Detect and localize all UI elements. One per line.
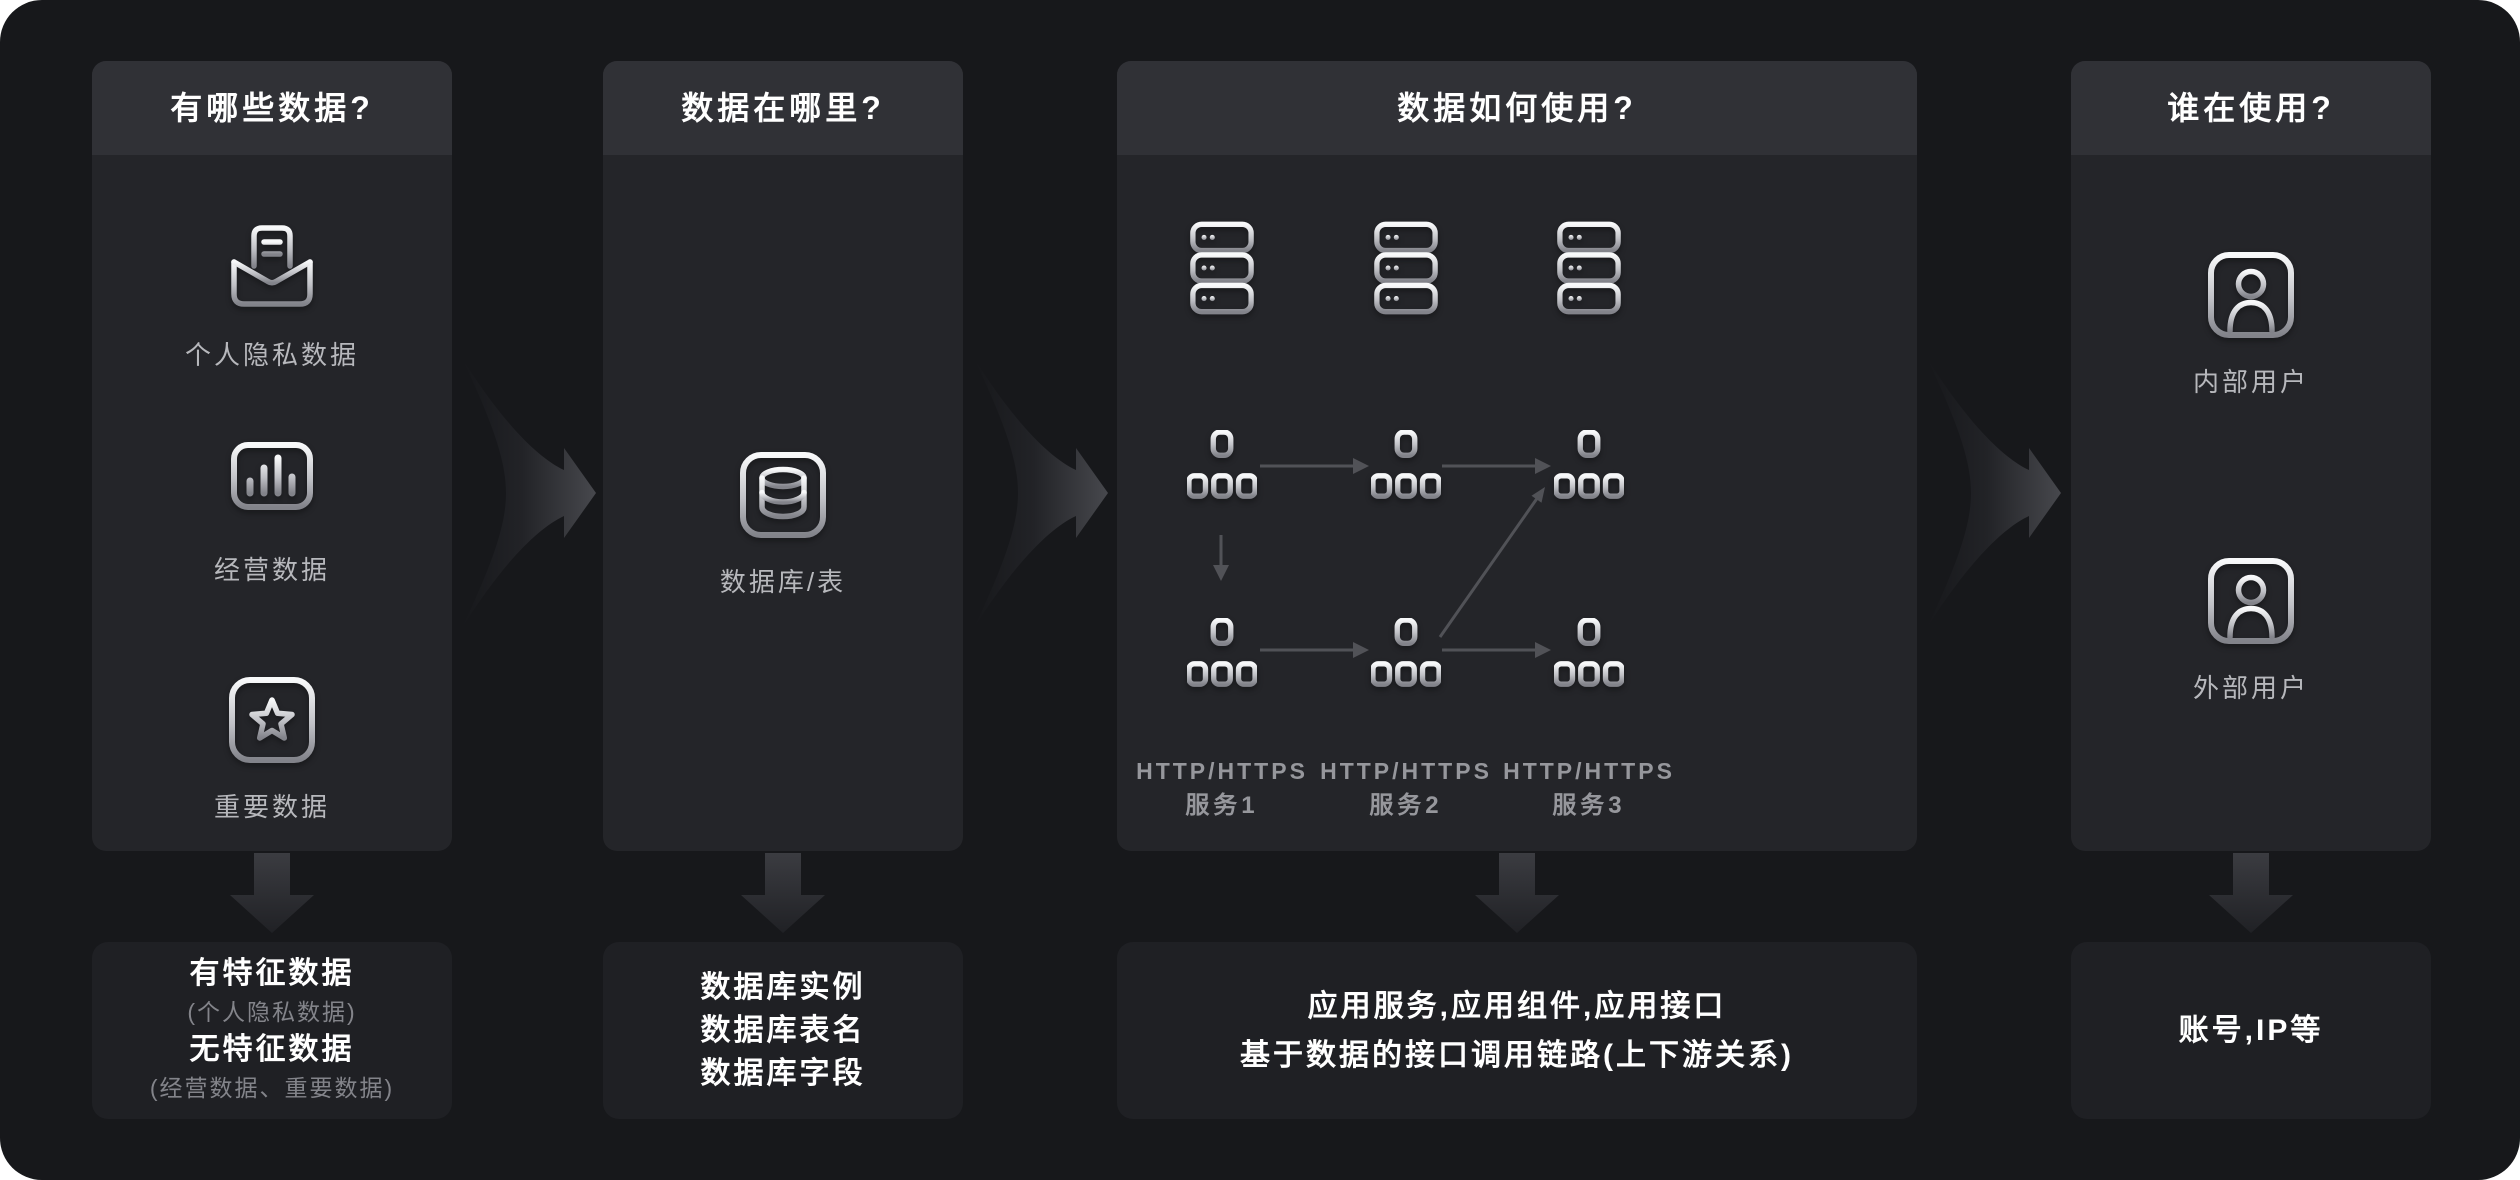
column-title: 谁在使用? [2071, 61, 2431, 155]
data-item-personal-privacy: 个人隐私数据 [92, 220, 452, 372]
sitemap-icon [1186, 429, 1258, 511]
down-arrow-icon [741, 853, 825, 933]
database-icon [735, 447, 831, 548]
column-body: 数据库/表 [603, 155, 963, 851]
footer-line: 无特征数据 [189, 1032, 355, 1066]
service-label-2: HTTP/HTTPS 服务2 [1320, 758, 1492, 819]
sitemap-icon [1553, 429, 1625, 511]
column-title: 有哪些数据? [92, 61, 452, 155]
user-item-external: 外部用户 [2071, 553, 2431, 705]
column-title: 数据如何使用? [1117, 61, 1917, 155]
footer-box-database: 数据库实例 数据库表名 数据库字段 [603, 942, 963, 1119]
sitemap-icon [1370, 617, 1442, 699]
footer-box-application: 应用服务,应用组件,应用接口 基于数据的接口调用链路(上下游关系) [1117, 942, 1917, 1119]
user-icon [2203, 553, 2299, 654]
column-title: 数据在哪里? [603, 61, 963, 155]
icon-label: 外部用户 [2192, 673, 2309, 703]
flow-arrow-icon [1927, 358, 2061, 628]
sitemap-icon [1186, 617, 1258, 699]
footer-line: (个人隐私数据) [187, 998, 357, 1025]
data-item-database-table: 数据库/表 [603, 447, 963, 599]
column-body: HTTP/HTTPS 服务1 HTTP/HTTPS 服务2 HTTP/HTTPS… [1117, 155, 1917, 851]
footer-box-account: 账号,IP等 [2071, 942, 2431, 1119]
data-item-business: 经营数据 [92, 435, 452, 587]
column-who-uses: 谁在使用? 内部用户 [2071, 61, 2431, 851]
sitemap-icon [1370, 429, 1442, 511]
user-item-internal: 内部用户 [2071, 247, 2431, 399]
server-icon [1189, 219, 1255, 322]
down-arrow-icon [230, 853, 314, 933]
data-item-important: 重要数据 [92, 672, 452, 824]
footer-line: 账号,IP等 [2178, 1013, 2324, 1047]
mail-icon [224, 220, 320, 321]
footer-line: (经营数据、重要数据) [149, 1074, 395, 1101]
icon-label: 个人隐私数据 [184, 340, 359, 370]
call-chain-arrows [1213, 458, 1551, 658]
footer-line: 数据库表名 [700, 1014, 866, 1047]
server-icon [1373, 219, 1439, 322]
sitemap-icon [1553, 617, 1625, 699]
icon-label: 数据库/表 [719, 567, 847, 597]
footer-box-feature-data: 有特征数据 (个人隐私数据) 无特征数据 (经营数据、重要数据) [92, 942, 452, 1119]
down-arrow-icon [2209, 853, 2293, 933]
column-body: 内部用户 外部用户 [2071, 155, 2431, 851]
flow-arrow-icon [974, 358, 1108, 628]
star-icon [224, 672, 320, 773]
footer-line: 数据库实例 [700, 971, 866, 1004]
user-icon [2203, 247, 2299, 348]
column-what-data: 有哪些数据? 个人隐私数据 [92, 61, 452, 851]
column-where-data: 数据在哪里? 数据库/表 [603, 61, 963, 851]
chart-icon [224, 435, 320, 536]
footer-line: 数据库字段 [700, 1057, 866, 1090]
column-how-used: 数据如何使用? [1117, 61, 1917, 851]
icon-label: 内部用户 [2192, 367, 2309, 397]
icon-label: 经营数据 [213, 555, 330, 585]
flow-arrow-icon [462, 358, 596, 628]
footer-line: 有特征数据 [189, 956, 355, 990]
footer-line: 基于数据的接口调用链路(上下游关系) [1240, 1038, 1794, 1072]
footer-line: 应用服务,应用组件,应用接口 [1307, 989, 1727, 1023]
column-body: 个人隐私数据 经营数据 [92, 155, 452, 851]
down-arrow-icon [1475, 853, 1559, 933]
server-icon [1556, 219, 1622, 322]
icon-label: 重要数据 [213, 792, 330, 822]
service-label-3: HTTP/HTTPS 服务3 [1503, 758, 1675, 819]
service-label-1: HTTP/HTTPS 服务1 [1136, 758, 1308, 819]
